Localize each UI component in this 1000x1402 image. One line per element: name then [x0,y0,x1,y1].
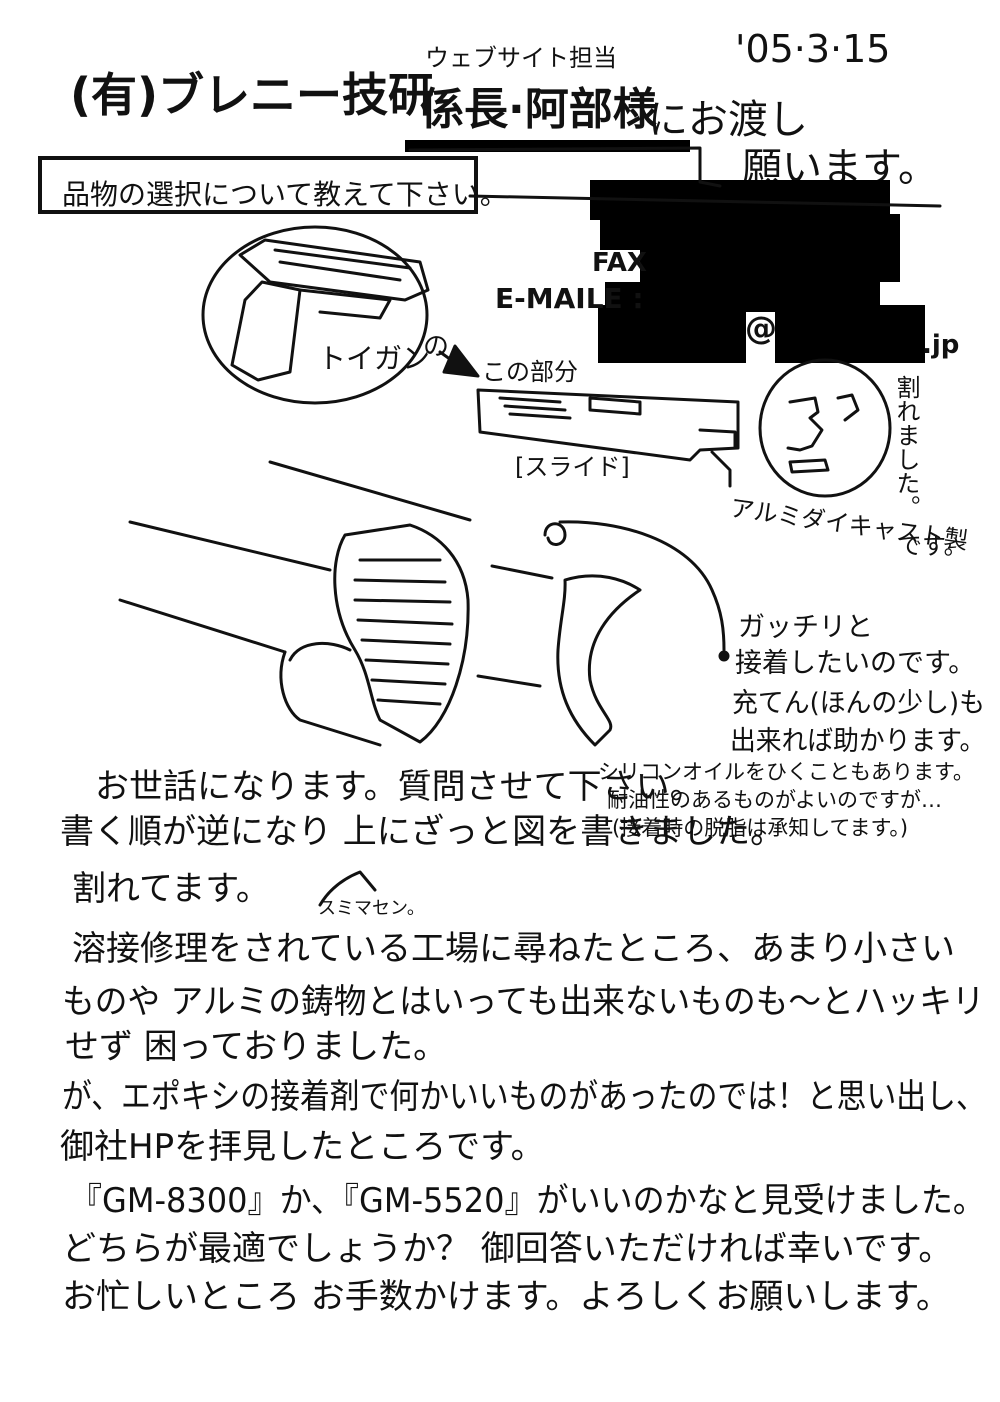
slide-sketch [476,388,740,462]
slide-label: [スライド] [515,453,630,481]
note-line-7: (接着時の脱脂は承知してます。) [612,816,909,840]
body-line-10: どちらが最適でしょうか？ 御回答いただければ幸いです。 [62,1229,953,1269]
broken-part-sketch [786,393,860,474]
note-line-5: シリコンオイルをひくこともあります。 [598,760,974,784]
email-label: E-MAILE : [495,282,644,315]
swirl-mark [543,522,567,546]
redaction-bar [640,248,900,282]
note-line-6: 耐油性のあるものがよいのですが… [607,788,942,812]
broke-label: 割れました。 [892,375,920,519]
body-line-9: 『GM-8300』か、『GM-5520』がいいのかなと見受けました。 [70,1181,985,1221]
material-label-end: です。 [898,532,968,560]
boxed-request-text: 品物の選択について教えて下さい。 [62,178,508,211]
note-line-3: 充てん(ほんの少し)も [732,688,985,719]
body-line-11: お忙しいところ お手数かけます。よろしくお願いします。 [62,1277,951,1317]
email-at-sign: @ [745,309,777,347]
department: ウェブサイト担当 [425,44,617,72]
boxed-request: 品物の選択について教えて下さい。 [38,156,508,214]
note-line-1: ガッチリと [738,612,873,643]
aside-caret [318,870,377,907]
date: '05·3·15 [735,27,891,71]
recipient: 係長·阿部様 [420,84,657,135]
recipient-underline [408,146,722,188]
body-line-7: が、エポキシの接着剤で何かいいものがあったのでは！と思い出し、 [62,1077,986,1117]
notes-leader-dot [718,650,730,662]
aside-note: スミマセン。 [318,898,425,919]
fax-label: FAX [592,248,647,278]
toygun-circle [201,225,429,405]
note-line-4: 出来れば助かります。 [730,726,986,757]
redaction-bar [600,214,900,250]
note-line-2: 接着したいのです。 [735,648,976,679]
toygun-sketch [230,238,430,382]
body-line-1: お世話になります。質問させて下さい。 [95,767,704,807]
header-separator [468,194,942,208]
notes-leader [558,520,726,652]
toygun-label: トイガン [318,342,431,375]
pointer-arrowhead [442,344,480,378]
this-part-label: この部分 [482,358,578,386]
body-line-3: 割れてます。 [72,869,270,909]
material-leader [710,450,732,488]
broken-part-circle [758,358,892,498]
body-line-2: 書く順が逆になり 上にざっと図を書きました。 [60,812,785,852]
toygun-particle: の [423,332,450,362]
barrel-sketch [118,460,642,747]
redaction-bar [598,305,746,363]
redaction-bar [775,305,925,363]
body-line-6: せず 困っておりました。 [65,1027,448,1067]
body-line-4: 溶接修理をされている工場に尋ねたところ、あまり小さい [72,929,955,969]
request-line-1: にお渡し [648,97,808,143]
body-line-5: ものや アルミの鋳物とはいっても出来ないものも〜とハッキリ [62,982,985,1022]
company-name: (有)ブレニー技研 [70,68,435,122]
email-domain-suffix: .jp [922,330,960,360]
body-line-8: 御社HPを拝見したところです。 [60,1127,545,1167]
